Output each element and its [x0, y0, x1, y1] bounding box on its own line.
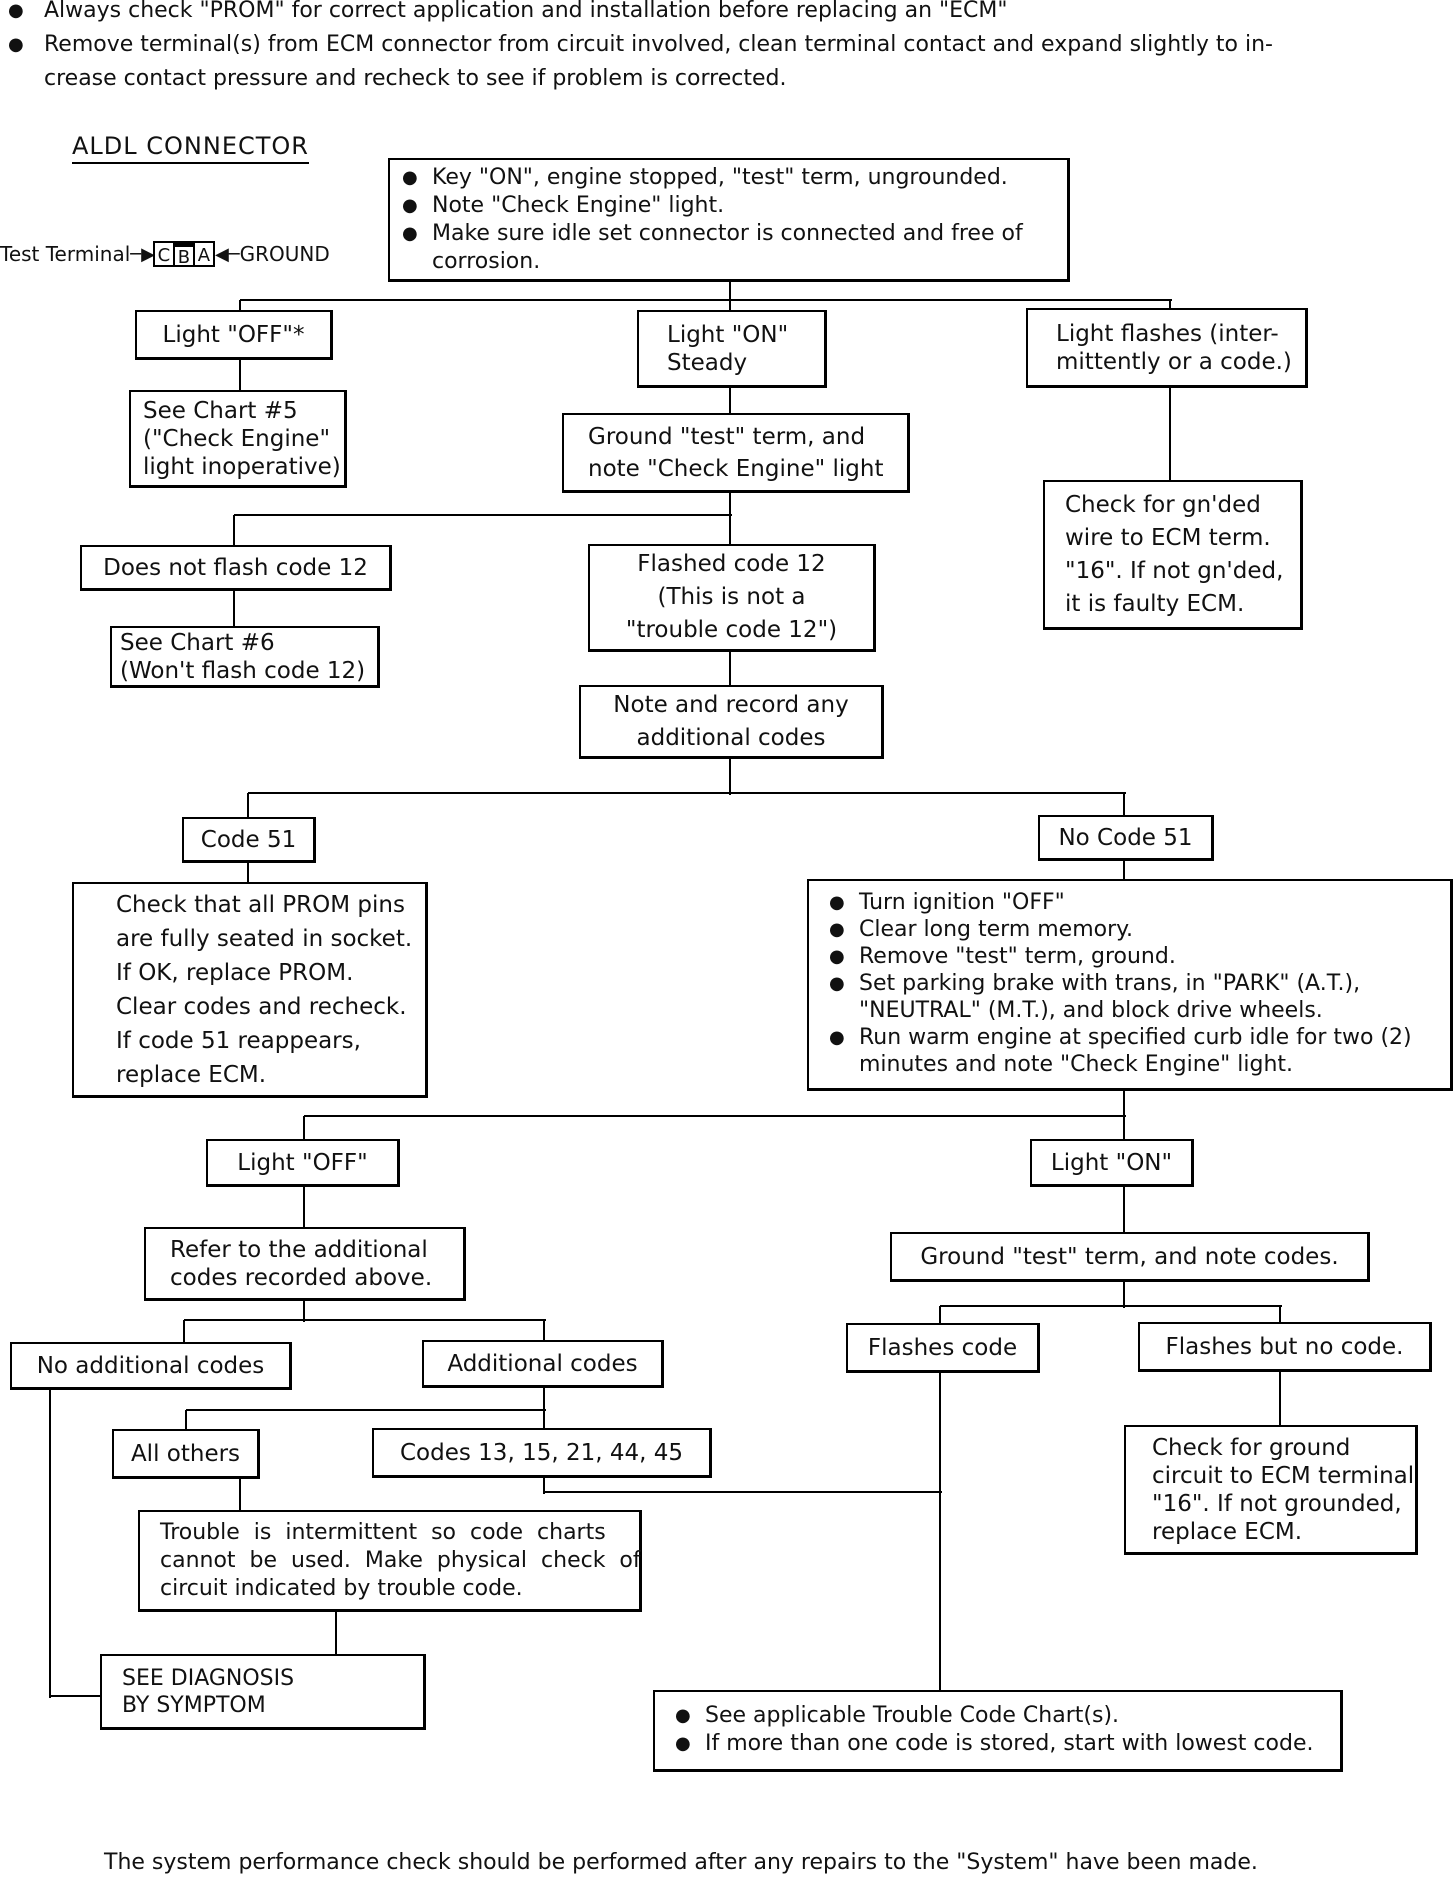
connector-line [1279, 1306, 1281, 1324]
connector-line [183, 1320, 185, 1344]
connector-line [240, 299, 1172, 301]
flashed-12-box: Flashed code 12 (This is not a "trouble … [588, 544, 876, 652]
light-off-box-2: Light "OFF" [206, 1139, 400, 1187]
arrow-left-icon: ◀─ [214, 243, 240, 265]
connector-line [1123, 861, 1125, 881]
final-step: If more than one code is stored, start w… [671, 1730, 1332, 1758]
connector-line [939, 1306, 941, 1325]
connector-line [1279, 1372, 1281, 1427]
test-terminal-label: Test Terminal [0, 242, 131, 266]
connector-line [239, 1479, 241, 1512]
connector-line [543, 1320, 545, 1342]
connector-line [940, 1305, 1282, 1307]
arrow-right-icon: ─▶ [130, 243, 155, 265]
pin-a: A [192, 241, 215, 267]
connector-line [239, 300, 241, 312]
ground-test-box-2: Ground "test" term, and note codes. [890, 1232, 1370, 1282]
see-chart-6-box: See Chart #6 (Won't flash code 12) [110, 626, 380, 688]
start-step: Make sure idle set connector is connecte… [398, 220, 1059, 276]
footer-note: The system performance check should be p… [104, 1850, 1258, 1875]
light-flashes-box: Light flashes (inter- mittently or a cod… [1026, 308, 1308, 388]
connector-line [184, 1319, 546, 1321]
connector-line [185, 1410, 187, 1431]
connector-line [335, 1612, 337, 1656]
connector-line [1123, 1091, 1125, 1118]
see-chart-5-box: See Chart #5 ("Check Engine" light inope… [129, 390, 347, 488]
connector-line [939, 1373, 941, 1692]
connector-line [729, 282, 731, 302]
aldl-connector-title: ALDL CONNECTOR [72, 132, 309, 164]
connector-line [186, 1409, 546, 1411]
connector-line [233, 591, 235, 628]
connector-line [303, 1301, 305, 1322]
connector-line [543, 1478, 545, 1494]
connector-line [239, 360, 241, 392]
connector-line [49, 1390, 51, 1698]
ground-label: GROUND [239, 242, 330, 266]
test-step: Remove "test" term, ground. [825, 943, 1438, 970]
flashes-no-code-box: Flashes but no code. [1138, 1322, 1432, 1372]
connector-line [543, 1410, 545, 1430]
connector-line [303, 1187, 305, 1229]
code-51-box: Code 51 [182, 817, 316, 863]
connector-line [544, 1491, 942, 1493]
connector-line [50, 1695, 102, 1697]
pin-b: B [172, 241, 195, 268]
connector-line [1123, 1116, 1125, 1141]
connector-line [234, 514, 732, 516]
connector-line [729, 759, 731, 795]
flashes-code-box: Flashes code [846, 1323, 1040, 1373]
connector-line [304, 1115, 1126, 1117]
see-applicable-box: See applicable Trouble Code Chart(s). If… [653, 1690, 1343, 1772]
no-flash-12-box: Does not flash code 12 [80, 545, 392, 591]
connector-line [1123, 1187, 1125, 1234]
pin-c: C [152, 241, 175, 267]
intermittent-box: Trouble is intermittent so code charts c… [138, 1510, 642, 1612]
connector-line [1123, 793, 1125, 817]
note-terminal: Remove terminal(s) from ECM connector fr… [8, 28, 1273, 62]
check-gnded-box: Check for gn'ded wire to ECM term. "16".… [1043, 480, 1303, 630]
ground-test-box-1: Ground "test" term, and note "Check Engi… [562, 413, 910, 493]
connector-line [247, 863, 249, 884]
start-box: Key "ON", engine stopped, "test" term, u… [388, 158, 1070, 282]
connector-line [1123, 1282, 1125, 1308]
no-additional-box: No additional codes [10, 1342, 292, 1390]
note-prom: Always check "PROM" for correct applicat… [8, 0, 1273, 28]
connector-line [543, 1388, 545, 1412]
connector-line [1169, 388, 1171, 482]
connector-line [248, 792, 1126, 794]
connector-line [247, 793, 249, 819]
note-terminal-cont: crease contact pressure and recheck to s… [44, 66, 787, 91]
check-prom-box: Check that all PROM pins are fully seate… [72, 882, 428, 1098]
test-step: Turn ignition "OFF" [825, 889, 1438, 916]
top-notes: Always check "PROM" for correct applicat… [8, 0, 1273, 96]
connector-line [729, 652, 731, 687]
connector-line [1169, 300, 1171, 310]
final-step: See applicable Trouble Code Chart(s). [671, 1702, 1332, 1730]
light-on-steady-box: Light "ON" Steady [637, 310, 827, 388]
note-record-box: Note and record any additional codes [579, 685, 884, 759]
connector-line [729, 300, 731, 312]
see-diagnosis-box: SEE DIAGNOSIS BY SYMPTOM [100, 1654, 426, 1730]
all-others-box: All others [112, 1429, 260, 1479]
light-on-box-2: Light "ON" [1030, 1139, 1194, 1187]
no-code-51-box: No Code 51 [1038, 815, 1214, 861]
connector-line [729, 515, 731, 546]
light-off-box-1: Light "OFF"* [135, 310, 333, 360]
test-step: Set parking brake with trans, in "PARK" … [825, 970, 1438, 1024]
test-step: Run warm engine at specified curb idle f… [825, 1024, 1438, 1078]
connector-line [303, 1116, 305, 1141]
refer-additional-box: Refer to the additional codes recorded a… [144, 1227, 466, 1301]
aldl-connector: Test Terminal ─▶ C B A ◀─ GROUND [0, 241, 330, 268]
start-step: Key "ON", engine stopped, "test" term, u… [398, 164, 1059, 192]
test-step: Clear long term memory. [825, 916, 1438, 943]
additional-box: Additional codes [422, 1340, 664, 1388]
connector-line [729, 493, 731, 517]
codes-list-box: Codes 13, 15, 21, 44, 45 [372, 1428, 712, 1478]
connector-line [729, 388, 731, 415]
turn-off-box: Turn ignition "OFF" Clear long term memo… [807, 879, 1453, 1091]
start-step: Note "Check Engine" light. [398, 192, 1059, 220]
connector-line [233, 515, 235, 547]
check-ground-box: Check for ground circuit to ECM terminal… [1124, 1425, 1418, 1555]
